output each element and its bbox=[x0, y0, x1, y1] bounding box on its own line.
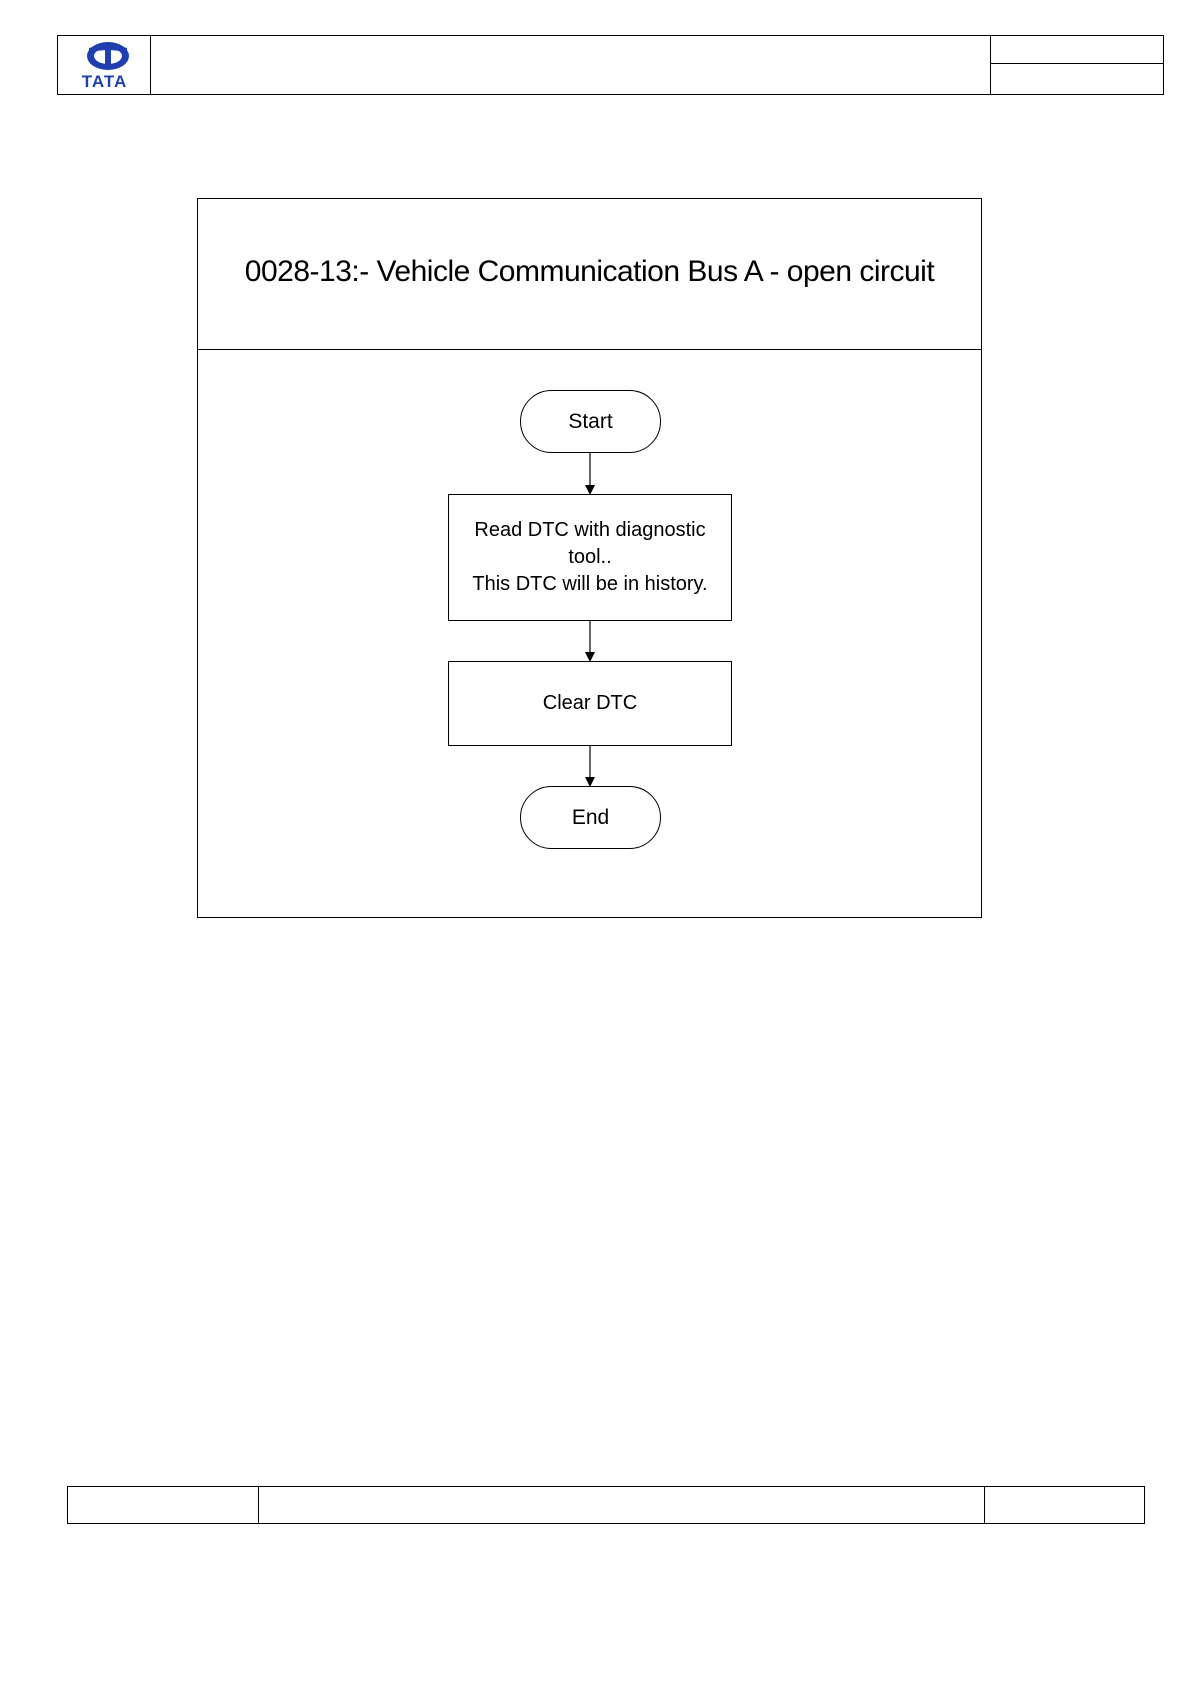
page-header: TATA bbox=[57, 35, 1164, 95]
start-label: Start bbox=[568, 409, 613, 433]
end-label: End bbox=[571, 805, 610, 829]
header-info-cell bbox=[990, 36, 1163, 94]
read-dtc-line-3: This DTC will be in history. bbox=[472, 573, 708, 595]
read-dtc-line-1: Read DTC with diagnostic bbox=[474, 519, 706, 541]
footer-right-cell bbox=[984, 1487, 1144, 1523]
title-band: 0028-13:- Vehicle Communication Bus A - … bbox=[198, 199, 981, 350]
read-dtc-line-2: tool.. bbox=[568, 546, 612, 568]
header-divider bbox=[991, 63, 1163, 64]
start-node: Start bbox=[520, 390, 661, 453]
footer-left-cell bbox=[68, 1487, 259, 1523]
flowchart-frame: 0028-13:- Vehicle Communication Bus A - … bbox=[197, 198, 982, 918]
end-node: End bbox=[520, 786, 661, 849]
logo-cell: TATA bbox=[58, 36, 151, 94]
page-footer bbox=[67, 1486, 1145, 1524]
clear-dtc-node: Clear DTC bbox=[448, 661, 732, 746]
clear-dtc-label: Clear DTC bbox=[542, 692, 638, 714]
tata-logo-icon bbox=[87, 42, 129, 70]
flowchart-title: 0028-13:- Vehicle Communication Bus A - … bbox=[244, 255, 935, 288]
logo-text: TATA bbox=[81, 72, 128, 91]
read-dtc-node: Read DTC with diagnostic tool.. This DTC… bbox=[448, 494, 732, 621]
